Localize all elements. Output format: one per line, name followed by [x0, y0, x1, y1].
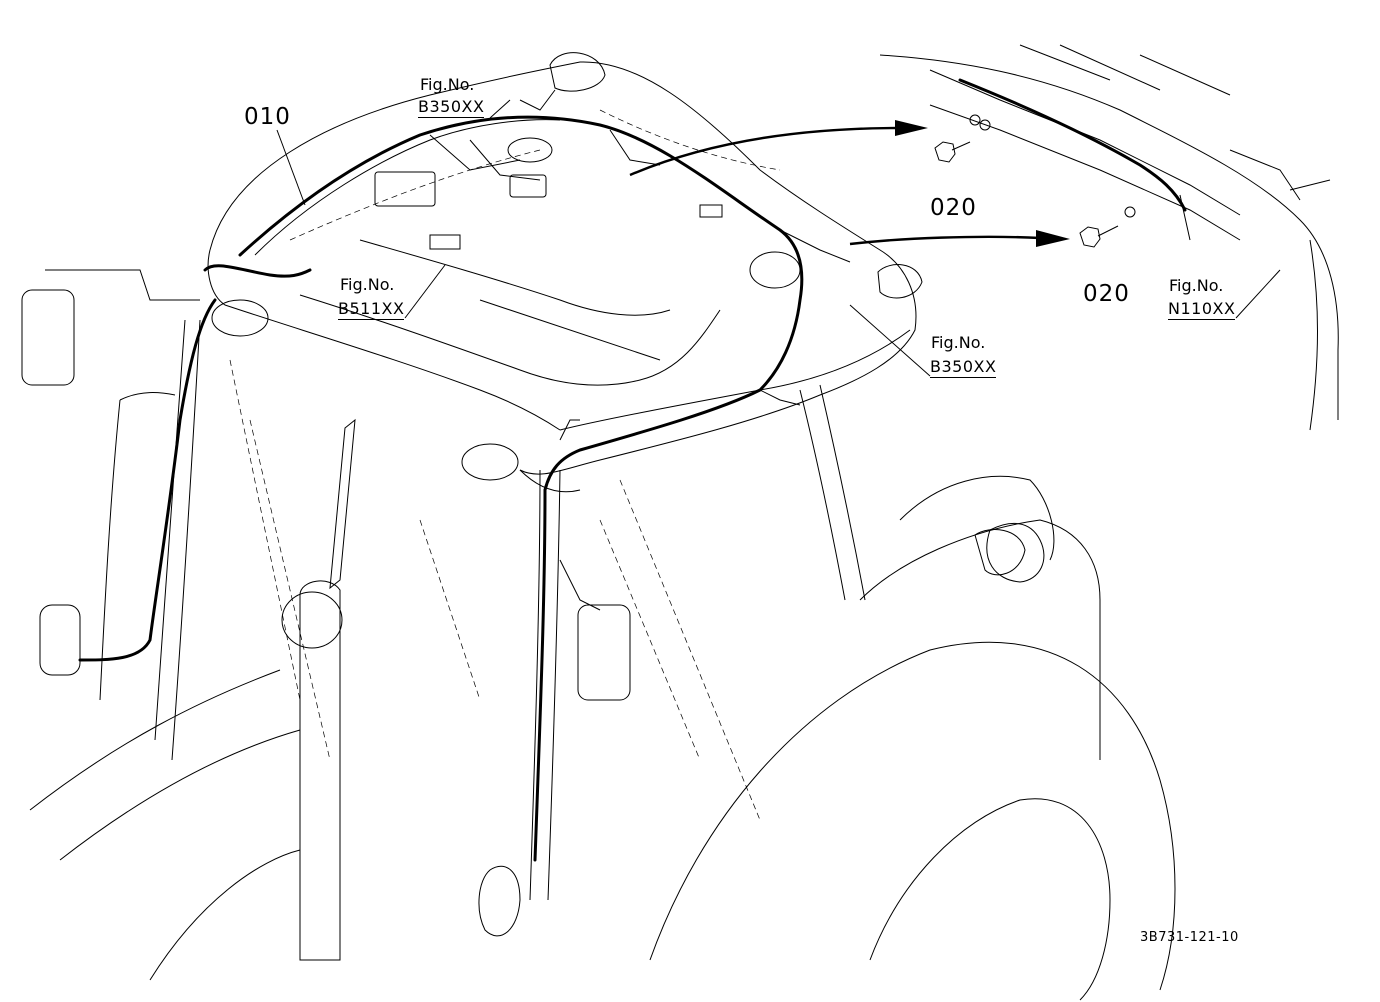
wiring-harness: [78, 89, 851, 862]
part-label-020-upper: 020: [930, 195, 977, 221]
work-lamps: [211, 52, 1026, 937]
cab-roof: [207, 61, 917, 493]
fender-and-wheel: [649, 475, 1176, 1001]
fig-ref-frame-code: N110XX: [1168, 299, 1236, 320]
fig-ref-mid-code: B511XX: [338, 299, 405, 320]
part-label-020-lower: 020: [1083, 281, 1130, 307]
fig-ref-top-prefix: Fig.No.: [420, 75, 475, 94]
bolts: [934, 141, 1119, 248]
fig-ref-mid-prefix: Fig.No.: [340, 275, 395, 294]
leader-lines: [276, 99, 1281, 377]
wiper-and-post: [281, 418, 356, 961]
fig-ref-frame-prefix: Fig.No.: [1169, 276, 1224, 295]
fig-ref-right-prefix: Fig.No.: [931, 333, 986, 352]
fig-ref-right-code: B350XX: [930, 357, 997, 378]
cab-frame: [29, 319, 866, 981]
part-label-010: 010: [244, 104, 291, 130]
pointer-arrows: [629, 120, 1070, 247]
frame-inset: [879, 44, 1339, 431]
mirrors: [21, 269, 631, 701]
fig-ref-top-code: B350XX: [418, 97, 485, 118]
drawing-code: 3B731-121-10: [1140, 930, 1239, 945]
